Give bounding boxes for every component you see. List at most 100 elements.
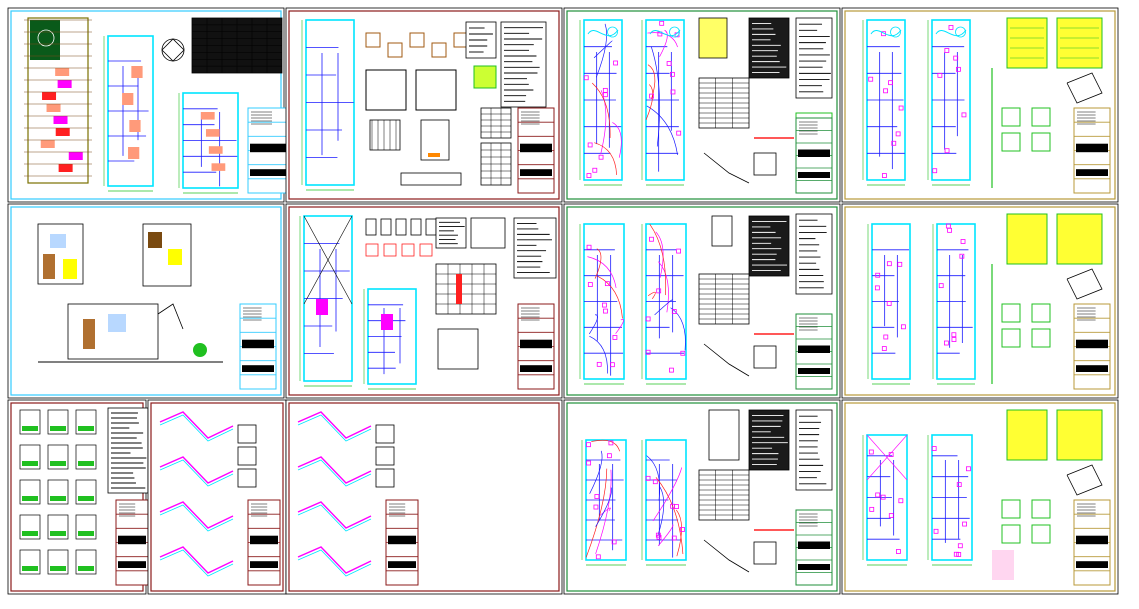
notes-frame (748, 215, 790, 277)
fixture-symbol (586, 244, 592, 250)
footing-base (22, 461, 38, 466)
wire-run (595, 23, 607, 78)
garden-fountain (955, 26, 966, 38)
fixture-symbol (956, 66, 961, 72)
stair-section (470, 217, 506, 249)
fixture-symbol (933, 528, 939, 534)
garden-fountain (890, 26, 901, 38)
fixture-symbol (645, 475, 651, 481)
footing-detail (19, 549, 41, 575)
sheet-inner-border (10, 10, 282, 200)
room-fill (55, 128, 70, 136)
fixture-symbol (586, 460, 592, 466)
box-detail (1031, 107, 1051, 127)
footing-base (50, 496, 66, 501)
fixture-symbol (931, 446, 937, 451)
fixture-symbol (595, 554, 601, 560)
beam-profile (297, 501, 372, 529)
sheet-r3c2 (285, 399, 563, 595)
fixture-symbol (891, 140, 897, 146)
wire-run (657, 524, 674, 547)
sheet-outer-border (285, 399, 563, 595)
title-block (1073, 107, 1111, 194)
wire-run (659, 29, 668, 58)
title-block-band (1076, 535, 1108, 545)
notes-frame (748, 17, 790, 79)
title-block-band (388, 561, 416, 568)
wire-run (595, 469, 612, 554)
footing-base (50, 426, 66, 431)
stair-section (400, 172, 462, 186)
fixture-symbol (645, 316, 651, 322)
footing-detail (75, 479, 97, 505)
beam-profile (297, 456, 372, 484)
grounding-detail (753, 345, 777, 369)
room-fill (122, 93, 134, 105)
sheet-inner-border (10, 206, 282, 396)
fixture-symbol (586, 442, 591, 448)
fixture-symbol (900, 324, 906, 330)
fixture-symbol (611, 539, 617, 545)
footing-base (22, 566, 38, 571)
beam-profile (297, 546, 372, 574)
fixture-symbol (592, 167, 598, 173)
fixture-symbol (944, 148, 950, 154)
notes-block (795, 17, 833, 99)
schedule-table (480, 107, 512, 139)
fixture-symbol (944, 340, 949, 346)
footing-detail (431, 42, 447, 58)
legend-swatch (473, 65, 497, 89)
wire-run (594, 248, 602, 279)
fixture-symbol (875, 272, 881, 278)
title-block (795, 509, 833, 586)
room-fill (46, 104, 61, 112)
box-detail (1001, 303, 1021, 323)
footing-detail (75, 549, 97, 575)
fixture-symbol (956, 552, 962, 557)
title-block-band (520, 365, 552, 372)
beam-profile (297, 459, 372, 487)
floor-plan (579, 223, 625, 385)
footing-detail (75, 444, 97, 470)
slab-detail (437, 328, 479, 370)
footing-base (78, 566, 94, 571)
connection-detail (365, 243, 379, 257)
box-detail (1031, 303, 1051, 323)
box-detail (1001, 499, 1021, 519)
wall-fill (148, 232, 162, 248)
title-block-band (250, 169, 286, 176)
title-block (517, 107, 555, 194)
fixture-symbol (868, 76, 874, 82)
sheet-r2c4 (841, 203, 1119, 399)
fixture-symbol (874, 285, 880, 291)
sheet-r2c3 (563, 203, 841, 399)
fixture-symbol (594, 494, 600, 499)
window (108, 314, 126, 332)
wire-run (591, 82, 611, 138)
footing-detail (75, 409, 97, 435)
connection-detail (383, 243, 397, 257)
box-detail (1001, 524, 1021, 544)
title-block (795, 117, 833, 194)
door (83, 319, 95, 349)
fixture-symbol (612, 335, 618, 340)
fixture-symbol (953, 55, 959, 61)
wire-run (645, 84, 654, 120)
wire-run (593, 40, 613, 59)
title-block (247, 499, 281, 586)
fixture-symbol (951, 337, 957, 342)
fixture-symbol (953, 551, 959, 557)
garden-curve (649, 29, 681, 37)
title-block (115, 499, 149, 586)
wire-run (587, 256, 617, 288)
wire-run (612, 122, 622, 158)
schedule-table (480, 142, 512, 186)
floor-plan (581, 439, 627, 566)
fixture-symbol (583, 75, 589, 81)
footing-detail (19, 409, 41, 435)
room-fill (128, 147, 140, 159)
beam-profile (159, 501, 234, 529)
notes-frame (795, 213, 833, 295)
title-block-band (1076, 169, 1108, 176)
beam-section-fill (456, 274, 462, 304)
